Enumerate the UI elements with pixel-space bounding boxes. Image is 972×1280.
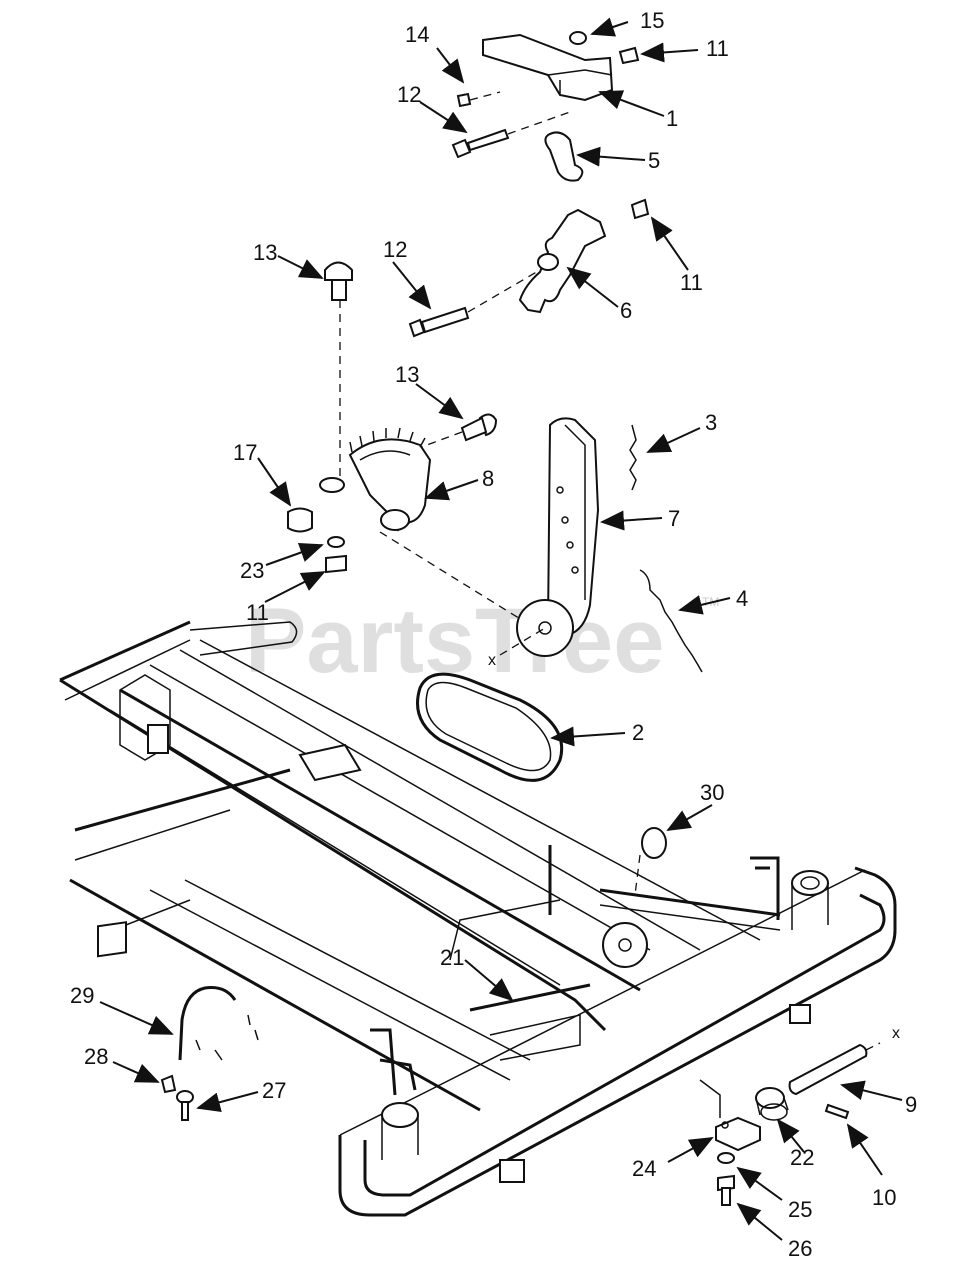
callout-3: 3: [705, 410, 717, 435]
part-23-washer: [327, 536, 345, 548]
shaft-collar: [319, 477, 345, 493]
callout-12: 12: [383, 237, 407, 262]
callout-6: 6: [620, 298, 632, 323]
callout-13: 13: [253, 240, 277, 265]
drive-sprocket: [499, 599, 574, 657]
part-2-chain: [416, 672, 564, 782]
part-28-clip: [160, 1074, 177, 1094]
chassis-frame: [59, 620, 897, 1217]
part-8-sector-gear: [348, 427, 432, 532]
part-29-chain-piece: [178, 986, 259, 1061]
part-26-bolt: [717, 1174, 735, 1206]
part-22-bushing: [755, 1087, 789, 1121]
callout-21: 21: [440, 945, 464, 970]
part-11-nut-low: [325, 554, 347, 574]
callout-13: 13: [395, 362, 419, 387]
axis-mark-left-x: x: [488, 652, 496, 669]
callout-10: 10: [872, 1185, 896, 1210]
callout-labels: 15 14 11 12 1 5 13 12 11 6 13 3 17 8 7 2…: [70, 8, 917, 1261]
callout-14: 14: [405, 22, 429, 47]
callout-24: 24: [632, 1156, 656, 1181]
part-14-pin: [456, 92, 472, 108]
callout-7: 7: [668, 506, 680, 531]
callout-28: 28: [84, 1044, 108, 1069]
callout-30: 30: [700, 780, 724, 805]
callout-5: 5: [648, 148, 660, 173]
part-9-axle: [788, 1042, 881, 1096]
callout-23: 23: [240, 558, 264, 583]
callout-25: 25: [788, 1197, 812, 1222]
axis-mark-right-x: x: [892, 1025, 900, 1042]
part-11-nut-top: [618, 46, 640, 65]
callout-9: 9: [905, 1092, 917, 1117]
part-11-nut-mid: [630, 198, 650, 220]
part-13-bolt-vertical: [324, 261, 353, 480]
callout-22: 22: [790, 1145, 814, 1170]
callout-4: 4: [736, 586, 748, 611]
callout-15: 15: [640, 8, 664, 33]
part-13-bolt-horizontal: [399, 413, 498, 456]
callout-arrows: [99, 17, 903, 1241]
part-12-bolt-mid: [408, 269, 541, 338]
part-30-washer: [641, 827, 667, 859]
callout-11: 11: [706, 36, 729, 61]
part-15-washer: [569, 31, 587, 45]
part-5-link: [544, 131, 584, 182]
part-1-bracket: [482, 33, 614, 102]
part-10-pin: [824, 1103, 850, 1120]
callout-8: 8: [482, 466, 494, 491]
part-27-pin: [176, 1090, 194, 1121]
part-24-bracket: [715, 1116, 761, 1152]
callout-11: 11: [680, 270, 703, 295]
part-25-washer: [717, 1152, 735, 1164]
callout-1: 1: [666, 106, 678, 131]
part-3-spring: [629, 424, 637, 491]
part-17-hub: [287, 507, 313, 533]
callout-12: 12: [397, 82, 421, 107]
callout-11: 11: [246, 600, 269, 625]
callout-29: 29: [70, 983, 94, 1008]
part-6-lever: [518, 208, 607, 314]
callout-27: 27: [262, 1078, 286, 1103]
callout-17: 17: [233, 440, 257, 465]
part-4-spring: [639, 569, 703, 673]
callout-26: 26: [788, 1236, 812, 1261]
callout-2: 2: [632, 720, 644, 745]
part-12-bolt-top: [451, 111, 571, 159]
